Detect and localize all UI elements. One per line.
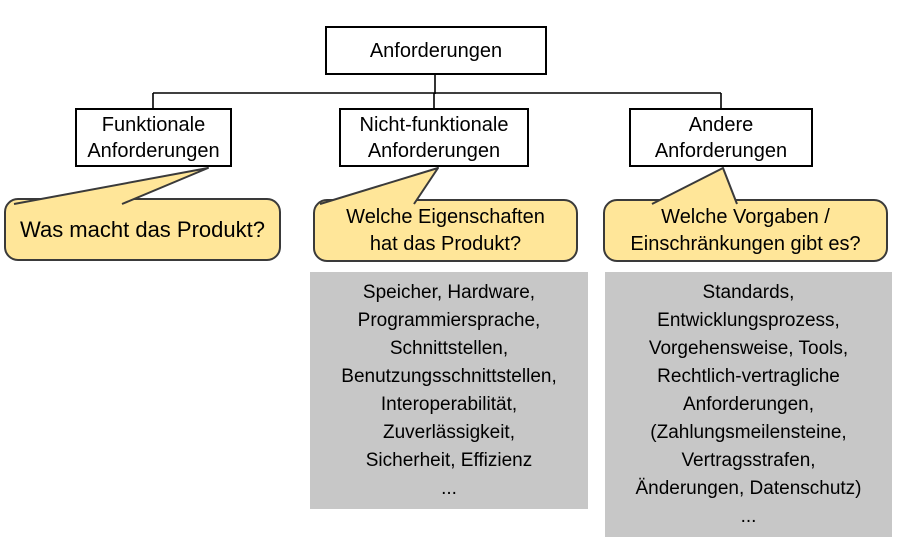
text-line: Vertragsstrafen,: [681, 449, 816, 471]
text-line: Anforderungen: [367, 139, 501, 162]
text-line: Anforderungen,: [683, 393, 814, 415]
callout-andere-question: Welche Vorgaben / Einschränkungen gibt es…: [603, 199, 888, 262]
text-line: Rechtlich-vertragliche: [657, 365, 840, 387]
text-line: Interoperabilität,: [380, 393, 518, 415]
text-line: Entwicklungsprozess,: [657, 309, 840, 331]
text-line: ...: [441, 477, 457, 499]
text-line: Welche Eigenschaften: [346, 205, 545, 228]
text-line: ...: [740, 505, 757, 527]
text-line: Funktionale: [101, 113, 206, 136]
text-line: Anforderungen: [654, 139, 788, 162]
text-line: Welche Vorgaben /: [661, 205, 830, 228]
text-line: Anforderungen: [87, 139, 220, 162]
text-line: (Zahlungsmeilensteine,: [650, 421, 847, 443]
text-line: Andere: [688, 113, 754, 136]
text-line: Benutzungsschnittstellen,: [341, 365, 557, 387]
node-anforderungen-root: Anforderungen: [325, 26, 547, 75]
node-label: Anforderungen: [369, 39, 503, 62]
details-andere-list: Standards, Entwicklungsprozess, Vorgehensw…: [605, 272, 892, 537]
text-line: Einschränkungen gibt es?: [630, 232, 861, 255]
text-line: hat das Produkt?: [369, 232, 522, 255]
text-line: Schnittstellen,: [389, 337, 509, 359]
callout-nicht-funktionale-question: Welche Eigenschaften hat das Produkt?: [313, 199, 578, 262]
details-nicht-funktionale-list: Speicher, Hardware, Programmiersprache, Sc…: [310, 272, 588, 509]
text-line: Was macht das Produkt?: [20, 217, 265, 242]
callout-funktionale-question: Was macht das Produkt?: [4, 198, 281, 261]
text-line: Programmiersprache,: [357, 309, 541, 331]
text-line: Vorgehensweise, Tools,: [648, 337, 849, 359]
text-line: Zuverlässigkeit,: [383, 421, 515, 443]
text-line: Standards,: [702, 281, 795, 303]
text-line: Speicher, Hardware,: [362, 281, 536, 303]
text-line: Sicherheit, Effizienz: [365, 449, 533, 471]
text-line: Nicht-funktionale: [359, 113, 509, 136]
text-line: Änderungen, Datenschutz): [635, 477, 862, 499]
